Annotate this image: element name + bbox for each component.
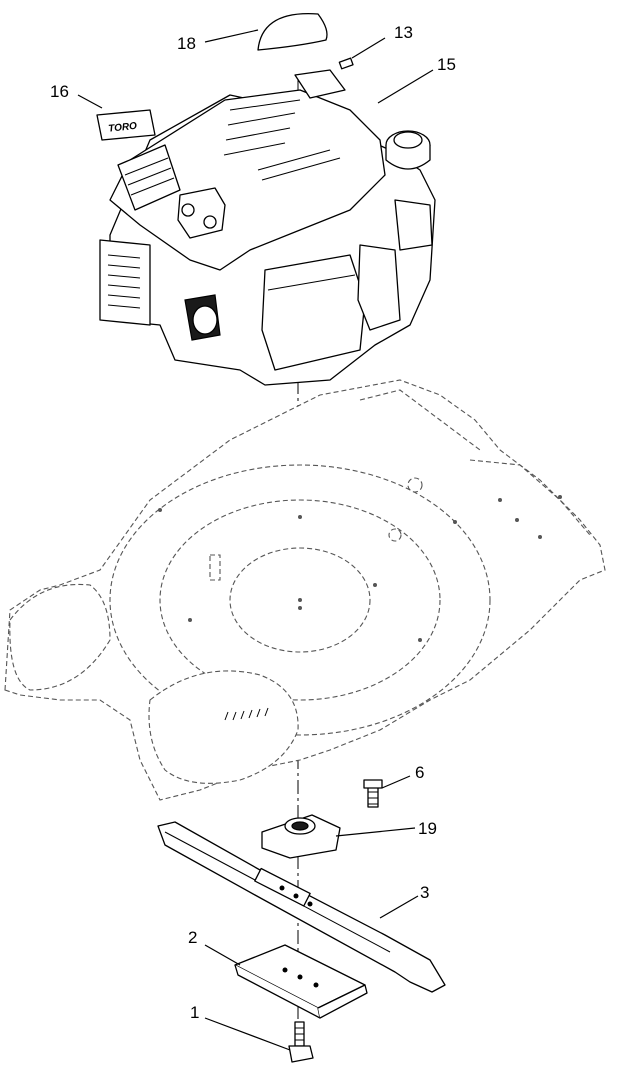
callout-19: 19: [418, 819, 437, 838]
mower-deck: [4, 379, 606, 801]
callout-2: 2: [188, 928, 197, 947]
leader-19: [335, 827, 416, 837]
part-3-blade: [157, 821, 446, 993]
leader-3: [379, 895, 419, 919]
callout-13: 13: [394, 23, 413, 42]
callout-1: 1: [190, 1003, 199, 1022]
decal-logo-text: TORO: [108, 121, 138, 135]
part-19-blade-adapter: [261, 814, 341, 859]
part-16-decal: TORO: [96, 109, 156, 141]
callout-18: 18: [177, 34, 196, 53]
part-13-screw: [338, 57, 354, 70]
fuel-cap: [385, 130, 431, 170]
leader-1: [204, 1017, 291, 1051]
leader-2: [204, 944, 241, 966]
leader-18: [204, 29, 259, 43]
leader-6: [381, 775, 411, 789]
callout-3: 3: [420, 883, 429, 902]
engine-assembly: [99, 69, 436, 386]
part-1-blade-bolt: [288, 1021, 314, 1063]
part-6-bolt: [363, 779, 383, 808]
leader-13: [351, 37, 386, 59]
callout-15: 15: [437, 55, 456, 74]
part-2-stiffener: [234, 944, 368, 1019]
callout-6: 6: [415, 763, 424, 782]
callout-16: 16: [50, 82, 69, 101]
leader-16: [77, 94, 103, 109]
leader-15: [377, 69, 434, 104]
part-18-cap: [257, 12, 328, 51]
